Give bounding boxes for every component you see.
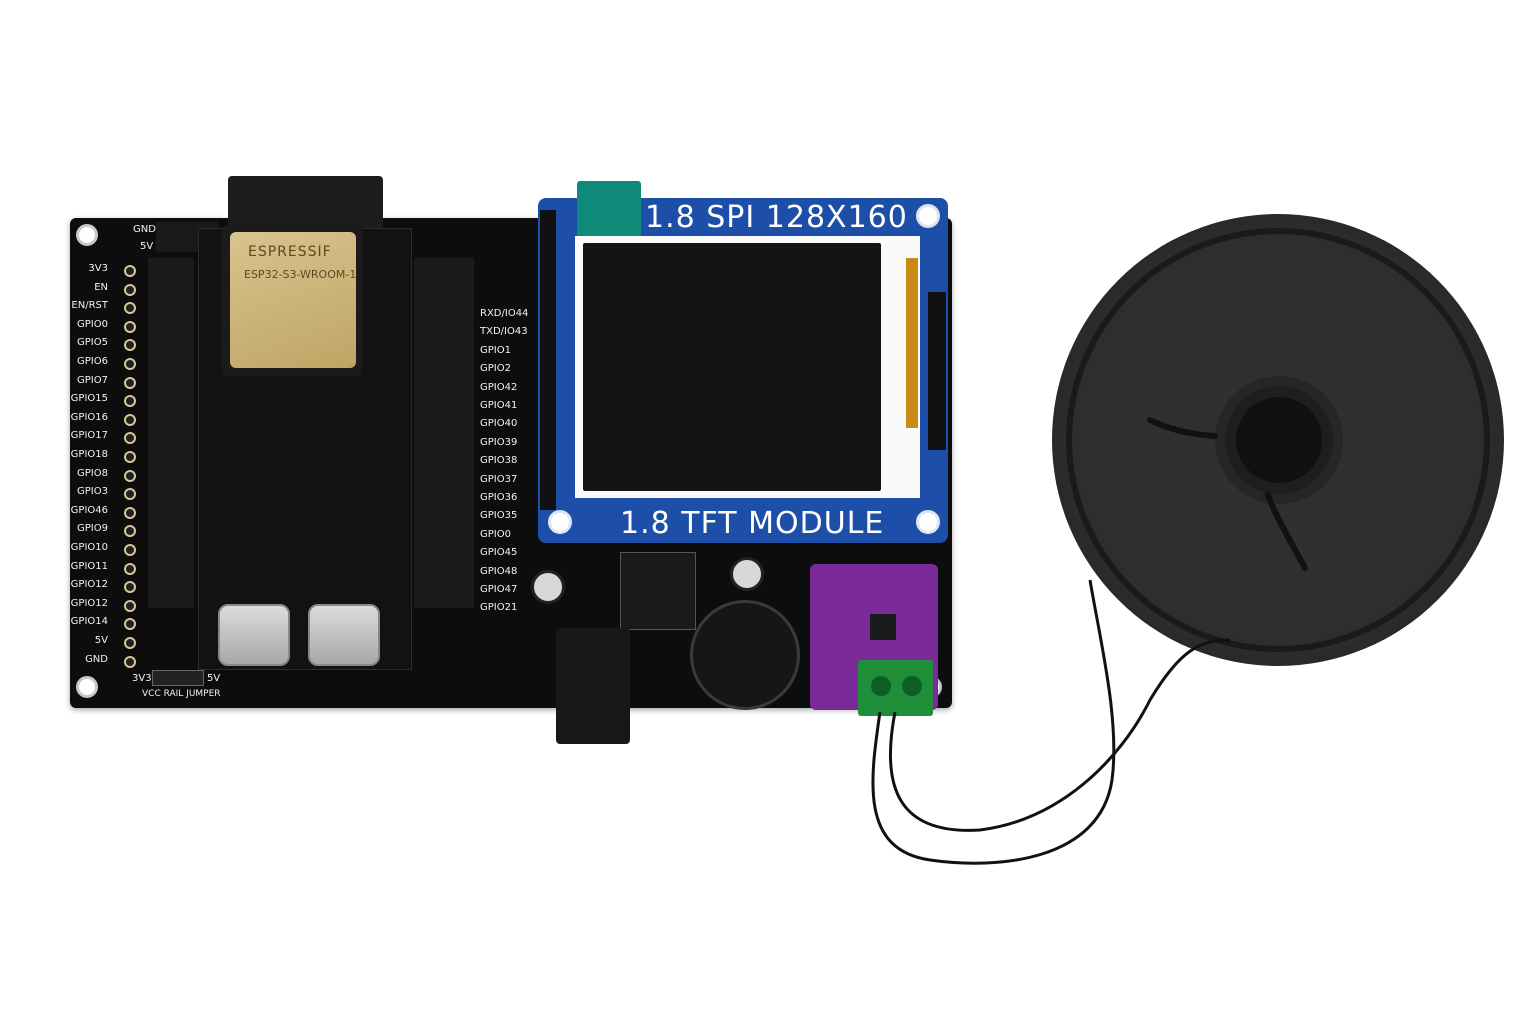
header-pin (124, 265, 136, 277)
speaker-dust-cap (1236, 397, 1322, 483)
dc-barrel-jack (556, 628, 630, 744)
right-pin-label: GPIO36 (480, 492, 518, 503)
header-pin (124, 432, 136, 445)
coin-cell-holder (690, 600, 800, 710)
header-pin (124, 525, 136, 538)
header-pin (124, 618, 136, 631)
tft-mounting-hole (548, 510, 572, 534)
left-pin-label: GPIO12 (70, 579, 108, 591)
terminal-screw (902, 676, 922, 696)
right-pin-label: GPIO42 (480, 381, 518, 393)
right-pin-label: RXD/IO44 (480, 308, 529, 319)
left-pin-label: GPIO18 (70, 449, 108, 460)
header-pin (124, 506, 136, 519)
terminal-screw (871, 676, 891, 696)
header-pin (124, 637, 136, 649)
left-pin-label: GPIO3 (77, 486, 108, 498)
header-pin (124, 358, 136, 370)
silk-label-gnd: GND (133, 224, 156, 235)
right-pin-label: GPIO38 (480, 455, 518, 467)
voltage-regulator (620, 552, 696, 630)
header-pin (124, 339, 136, 352)
usb-c-port (218, 604, 290, 666)
jumper-label-5v: 5V (207, 673, 221, 684)
right-pin-label: GPIO2 (480, 363, 511, 375)
tft-display-screen (583, 243, 881, 491)
tft-flex-cable (906, 258, 918, 428)
left-pin-label: GPIO9 (77, 523, 108, 535)
left-header-block (148, 258, 194, 608)
left-pin-label: 3V3 (88, 263, 108, 274)
header-pin (124, 320, 136, 333)
left-pin-label: GPIO10 (70, 542, 108, 553)
header-pin (124, 581, 136, 594)
right-pin-label: TXD/IO43 (480, 326, 528, 338)
header-pin (124, 451, 136, 463)
right-pin-label: GPIO21 (480, 602, 518, 614)
right-pin-label: GPIO37 (480, 473, 518, 485)
left-pin-label: GPIO7 (77, 374, 108, 386)
screen-protector-tab (577, 181, 641, 243)
left-pin-label: GPIO14 (70, 616, 108, 628)
header-pin (124, 395, 136, 408)
header-pin (124, 544, 136, 556)
capacitor (730, 557, 764, 591)
tft-mounting-hole (916, 204, 940, 228)
module-model: ESP32-S3-WROOM-1 (244, 268, 357, 281)
speaker-surround (1066, 228, 1490, 652)
right-pin-label: GPIO1 (480, 344, 511, 356)
left-pin-label: GPIO17 (70, 430, 108, 442)
rail-jumper (152, 670, 204, 686)
antenna-area (228, 176, 383, 234)
right-pin-label: GPIO47 (480, 584, 518, 595)
right-pin-label: GPIO0 (480, 528, 511, 540)
header-pin (124, 599, 136, 612)
right-header-block (414, 258, 474, 608)
left-pin-label: GPIO12 (70, 597, 108, 609)
usb-c-port (308, 604, 380, 666)
left-pin-label: GPIO16 (70, 411, 108, 423)
tft-mounting-hole (916, 510, 940, 534)
left-pin-label: EN (94, 281, 108, 293)
mounting-hole (76, 676, 98, 698)
tft-bottom-label: 1.8 TFT MODULE (620, 506, 885, 541)
header-pin (124, 376, 136, 389)
silk-label-5v: 5V (140, 241, 154, 252)
left-pin-label: GPIO5 (77, 337, 108, 349)
right-pin-label: GPIO48 (480, 565, 518, 577)
left-pin-label: GND (85, 653, 108, 665)
left-pin-label: GPIO6 (77, 356, 108, 367)
header-pin (124, 655, 136, 668)
right-pin-label: GPIO35 (480, 510, 518, 522)
header-pin (124, 283, 136, 296)
left-pin-label: GPIO11 (70, 560, 108, 572)
tft-pin-header (540, 210, 556, 510)
right-pin-label: GPIO39 (480, 436, 518, 448)
tft-top-label: 1.8 SPI 128X160 (645, 200, 908, 235)
header-pin (124, 488, 136, 501)
jumper-label-3v3: 3V3 (132, 673, 152, 684)
left-pin-label: GPIO0 (77, 318, 108, 330)
right-pin-label: GPIO40 (480, 418, 518, 430)
rf-shield (230, 232, 356, 368)
header-pin (124, 413, 136, 426)
jumper-caption: VCC RAIL JUMPER (142, 689, 221, 699)
right-pin-label: GPIO45 (480, 547, 518, 559)
amplifier-chip (870, 614, 896, 640)
mounting-hole (76, 224, 98, 246)
module-brand: ESPRESSIF (248, 244, 332, 260)
capacitor (531, 570, 565, 604)
left-pin-label: GPIO15 (70, 393, 108, 405)
header-pin (124, 469, 136, 482)
left-pin-label: GPIO46 (70, 504, 108, 516)
tft-sd-header (928, 292, 946, 450)
left-pin-label: 5V (94, 635, 108, 646)
header-pin (124, 302, 136, 315)
header-pin (124, 562, 136, 575)
left-pin-label: EN/RST (71, 300, 108, 312)
right-pin-label: GPIO41 (480, 400, 518, 411)
left-pin-label: GPIO8 (77, 467, 108, 479)
